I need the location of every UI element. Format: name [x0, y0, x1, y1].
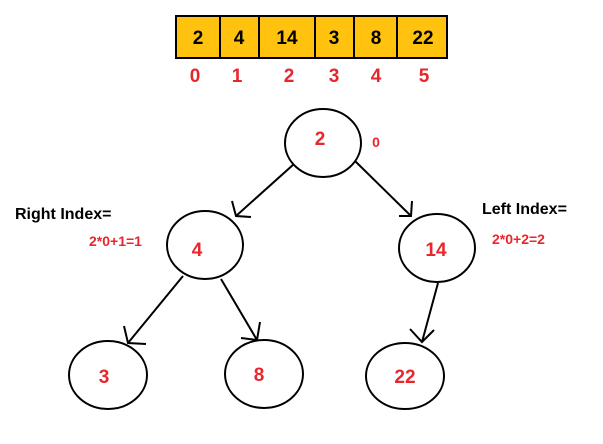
array-cell-0: [175, 15, 221, 59]
array-cell-2: [258, 15, 316, 59]
right-index-title: Right Index=: [15, 206, 111, 223]
tree-nodes: 2 4 14 3 8 22 0: [68, 108, 476, 410]
arrowhead-4-to-8: [240, 321, 261, 342]
root-index-label: 0: [372, 134, 380, 150]
array-value-2: 14: [276, 28, 298, 49]
tree-node-14: [398, 213, 476, 283]
tree-node-3-value: 3: [99, 367, 110, 388]
array-index-1: 1: [232, 66, 243, 87]
array-cell-5: [396, 15, 448, 59]
arrowhead-root-to-4: [231, 200, 252, 218]
edge-4-to-8: [220, 278, 258, 341]
edge-root-to-14: [354, 160, 412, 217]
edge-4-to-3: [127, 275, 184, 344]
tree-node-8-value: 8: [254, 365, 265, 386]
tree-node-4: [166, 210, 244, 280]
array-index-3: 3: [329, 66, 340, 87]
array-value-4: 8: [371, 28, 382, 49]
tree-node-3: [68, 340, 148, 410]
arrowhead-14-to-22: [409, 328, 435, 344]
array-value-1: 4: [234, 28, 245, 49]
tree-node-14-value: 14: [425, 240, 447, 261]
tree-node-4-value: 4: [192, 240, 203, 261]
array-cell-1: [219, 15, 260, 59]
array-strip: 2 4 14 3 8 22: [175, 15, 448, 59]
tree-node-22: [365, 342, 445, 410]
edge-root-to-4: [235, 163, 295, 217]
left-index-title: Left Index=: [482, 201, 567, 218]
array-value-0: 2: [193, 28, 204, 49]
array-value-3: 3: [329, 28, 340, 49]
array-value-5: 22: [412, 28, 433, 49]
array-index-4: 4: [371, 66, 382, 87]
tree-node-8: [224, 339, 304, 409]
array-index-2: 2: [284, 66, 295, 87]
tree-node-root: [284, 108, 362, 178]
annotations: Right Index= 2*0+1=1 Left Index= 2*0+2=2: [15, 201, 567, 249]
tree-node-root-value: 2: [315, 129, 326, 150]
array-index-0: 0: [190, 66, 201, 87]
right-index-formula: 2*0+1=1: [89, 233, 142, 249]
edge-14-to-22: [421, 282, 439, 343]
arrowhead-4-to-3: [123, 325, 147, 345]
array-index-5: 5: [419, 66, 430, 87]
array-indices: 0 1 2 3 4 5: [190, 66, 430, 87]
array-cell-4: [353, 15, 398, 59]
tree-node-22-value: 22: [394, 367, 415, 388]
arrowhead-root-to-14: [399, 200, 413, 217]
left-index-formula: 2*0+2=2: [492, 231, 545, 247]
